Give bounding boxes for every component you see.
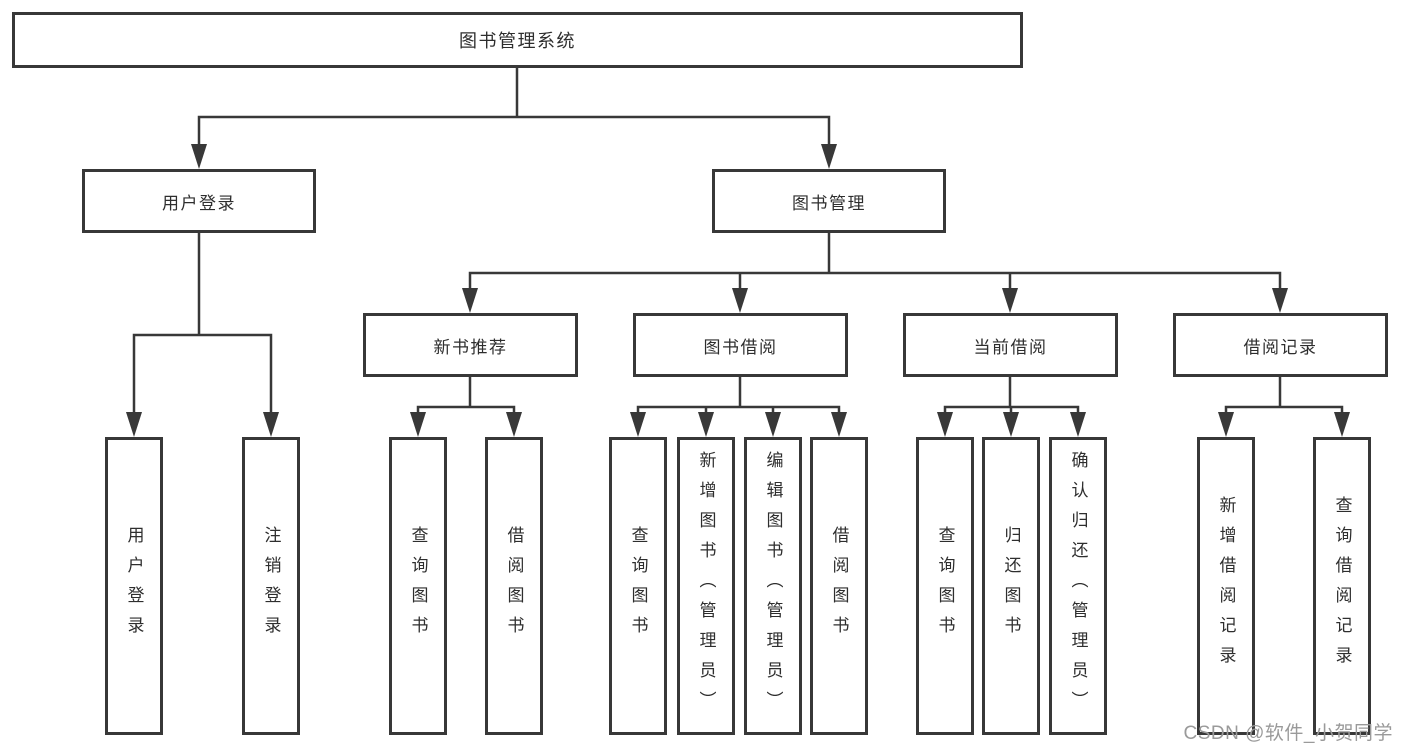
node-user-login-label: 用户登录 <box>162 193 236 213</box>
node-book-borrow: 图书借阅 <box>633 313 848 377</box>
arrowhead <box>831 412 847 437</box>
node-current-borrow-label: 当前借阅 <box>973 337 1048 357</box>
node-new-book-recommend: 新书推荐 <box>363 313 578 377</box>
leaf-logout: 注销登录 <box>242 437 300 735</box>
leaf-edit-book-admin-label: 编辑图书（管理员） <box>763 451 783 721</box>
leaf-user-login-label: 用户登录 <box>124 526 144 646</box>
arrowhead <box>821 144 837 169</box>
leaf-query-books-recommend-label: 查询图书 <box>408 526 428 646</box>
csdn-watermark: CSDN @软件_小贺同学 <box>1183 723 1393 744</box>
arrowhead <box>1003 412 1019 437</box>
connector-new-book-recommend <box>416 375 516 425</box>
node-book-management: 图书管理 <box>712 169 946 233</box>
arrowhead <box>263 412 279 437</box>
arrowhead <box>765 412 781 437</box>
arrowhead <box>410 412 426 437</box>
connector-root <box>197 66 831 153</box>
leaf-query-borrow-record-label: 查询借阅记录 <box>1332 496 1352 676</box>
leaf-query-books-borrow-label: 查询图书 <box>628 526 648 646</box>
arrowhead <box>1334 412 1350 437</box>
leaf-borrow-books-recommend: 借阅图书 <box>485 437 543 735</box>
leaf-borrow-books-borrow: 借阅图书 <box>810 437 868 735</box>
leaf-confirm-return-admin: 确认归还（管理员） <box>1049 437 1107 735</box>
leaf-user-login: 用户登录 <box>105 437 163 735</box>
node-root: 图书管理系统 <box>12 12 1023 68</box>
connector-borrow-records <box>1224 375 1344 425</box>
leaf-return-book-label: 归还图书 <box>1001 526 1021 646</box>
arrowhead <box>937 412 953 437</box>
arrowhead <box>698 412 714 437</box>
arrowhead <box>1218 412 1234 437</box>
arrowhead <box>462 288 478 313</box>
leaf-borrow-books-recommend-label: 借阅图书 <box>504 526 524 646</box>
leaf-query-books-current-label: 查询图书 <box>935 526 955 646</box>
leaf-query-books-borrow: 查询图书 <box>609 437 667 735</box>
arrowhead <box>630 412 646 437</box>
leaf-add-book-admin-label: 新增图书（管理员） <box>696 451 716 721</box>
node-borrow-records: 借阅记录 <box>1173 313 1388 377</box>
arrowhead <box>126 412 142 437</box>
connector-book-borrow <box>636 375 841 425</box>
node-book-borrow-label: 图书借阅 <box>703 337 778 357</box>
arrowhead <box>506 412 522 437</box>
leaf-add-borrow-record-label: 新增借阅记录 <box>1216 496 1236 676</box>
arrowhead <box>1070 412 1086 437</box>
node-user-login: 用户登录 <box>82 169 316 233</box>
arrowhead <box>1272 288 1288 313</box>
leaf-query-books-current: 查询图书 <box>916 437 974 735</box>
leaf-confirm-return-admin-label: 确认归还（管理员） <box>1068 451 1088 721</box>
leaf-query-borrow-record: 查询借阅记录 <box>1313 437 1371 735</box>
leaf-borrow-books-borrow-label: 借阅图书 <box>829 526 849 646</box>
leaf-add-book-admin: 新增图书（管理员） <box>677 437 735 735</box>
leaf-logout-label: 注销登录 <box>261 526 281 646</box>
arrowhead <box>1002 288 1018 313</box>
leaf-edit-book-admin: 编辑图书（管理员） <box>744 437 802 735</box>
node-current-borrow: 当前借阅 <box>903 313 1118 377</box>
leaf-add-borrow-record: 新增借阅记录 <box>1197 437 1255 735</box>
connector-book-management <box>468 231 1282 297</box>
node-root-label: 图书管理系统 <box>459 31 576 51</box>
node-new-book-recommend-label: 新书推荐 <box>433 337 508 357</box>
arrowhead <box>732 288 748 313</box>
node-book-management-label: 图书管理 <box>792 193 866 213</box>
arrowhead <box>191 144 207 169</box>
node-borrow-records-label: 借阅记录 <box>1243 337 1318 357</box>
leaf-query-books-recommend: 查询图书 <box>389 437 447 735</box>
connector-user-login <box>132 231 273 421</box>
leaf-return-book: 归还图书 <box>982 437 1040 735</box>
